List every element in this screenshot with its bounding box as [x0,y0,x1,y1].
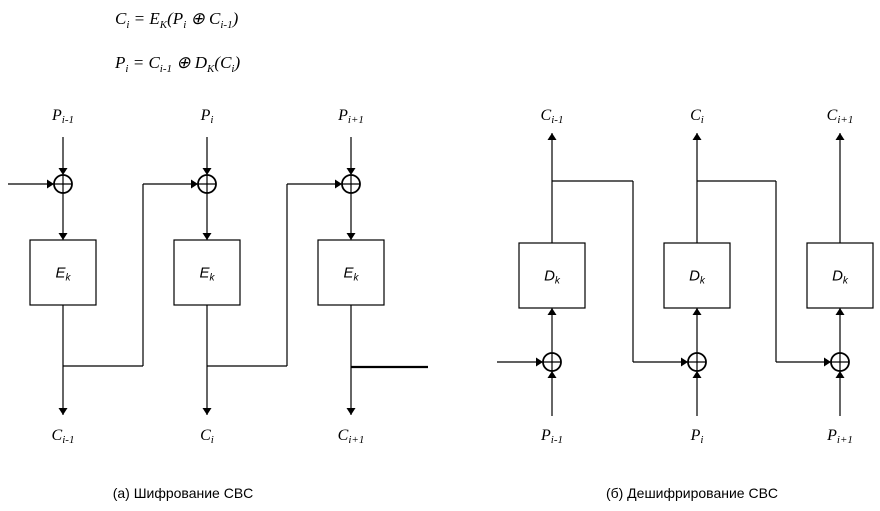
ciphertext-input-label: Ci+1 [827,107,854,126]
ciphertext-output-label: Ci-1 [52,427,75,446]
arrowhead-right-icon [335,179,342,189]
ciphertext-input-label-main: C [827,107,838,124]
plaintext-output-label-main: P [690,427,701,444]
encrypt-block-label-sub: k [66,273,72,284]
ciphertext-output-label: Ci [200,427,214,446]
ciphertext-input-label-main: C [541,107,552,124]
encrypt-block-label-sub: k [354,273,360,284]
arrowhead-down-icon [346,408,356,415]
decrypt-block-label: Dk [544,268,561,287]
arrowhead-down-icon [202,168,212,175]
ciphertext-output-label-sub: i [211,434,214,446]
plaintext-output-label-main: P [826,427,837,444]
ciphertext-input-label-sub: i-1 [551,114,563,126]
decrypt-block-label-sub: k [555,276,561,287]
arrowhead-down-icon [58,408,68,415]
arrowhead-right-icon [681,357,688,367]
plaintext-output-label: Pi-1 [540,427,563,446]
arrowhead-down-icon [346,168,356,175]
decrypt-block-label-main: D [832,268,843,285]
plaintext-input-label-sub: i [210,114,213,126]
formula-decrypt: Pi = Ci-1 ⊕ DK(Ci) [114,53,240,75]
plaintext-input-label-main: P [200,107,211,124]
plaintext-output-label-main: P [540,427,551,444]
ciphertext-output-label-main: C [200,427,211,444]
ciphertext-input-label: Ci-1 [541,107,564,126]
encrypt-block-label-main: E [343,265,354,282]
plaintext-input-label: Pi-1 [51,107,74,126]
decrypt-block [518,242,586,309]
plaintext-output-label: Pi+1 [826,427,853,446]
ciphertext-output-label: Ci+1 [338,427,365,446]
decrypt-block-label: Dk [689,268,706,287]
plaintext-input-label: Pi+1 [337,107,364,126]
plaintext-output-label-sub: i-1 [551,434,563,446]
decrypt-block-label-sub: k [700,276,706,287]
formula-encrypt: Ci = EK(Pi ⊕ Ci-1) [115,9,239,31]
arrowhead-right-icon [824,357,831,367]
plaintext-input-label-main: P [337,107,348,124]
encryption-caption: (а) Шифрование CBC [113,485,254,501]
arrowhead-down-icon [58,168,68,175]
encrypt-block-label: Ek [199,265,215,284]
plaintext-input-label: Pi [200,107,214,126]
xor-icon [830,352,850,372]
ciphertext-input-label-sub: i+1 [837,114,853,126]
encrypt-block-label-sub: k [210,273,216,284]
decrypt-block [806,242,874,309]
decryption-caption: (б) Дешифрирование CBC [606,485,778,501]
ciphertext-input-label: Ci [690,107,704,126]
arrowhead-right-icon [191,179,198,189]
encrypt-block [173,239,241,306]
arrowhead-down-icon [202,408,212,415]
decrypt-block-label-main: D [689,268,700,285]
ciphertext-output-label-sub: i+1 [348,434,364,446]
plaintext-output-label-sub: i [700,434,703,446]
xor-icon [341,174,361,194]
arrowhead-right-icon [47,179,54,189]
encrypt-block-label: Ek [343,265,359,284]
arrowhead-up-icon [692,308,702,315]
ciphertext-output-label-main: C [52,427,63,444]
plaintext-input-label-sub: i-1 [62,114,74,126]
plaintext-input-label-sub: i+1 [348,114,364,126]
decrypt-block-label-sub: k [843,276,849,287]
ciphertext-input-label-sub: i [701,114,704,126]
arrowhead-up-icon [835,308,845,315]
plaintext-input-label-main: P [51,107,62,124]
decrypt-block-label: Dk [832,268,849,287]
arrowhead-down-icon [58,233,68,240]
encrypt-block-label-main: E [55,265,66,282]
ciphertext-input-label-main: C [690,107,701,124]
plaintext-output-label: Pi [690,427,704,446]
arrowhead-right-icon [536,357,543,367]
xor-icon [53,174,73,194]
arrowhead-down-icon [202,233,212,240]
xor-icon [542,352,562,372]
plaintext-output-label-sub: i+1 [837,434,853,446]
encrypt-block [317,239,385,306]
decrypt-block-label-main: D [544,268,555,285]
xor-icon [687,352,707,372]
arrowhead-down-icon [346,233,356,240]
xor-icon [197,174,217,194]
encrypt-block-label-main: E [199,265,210,282]
arrowhead-up-icon [547,308,557,315]
encrypt-block-label: Ek [55,265,71,284]
ciphertext-output-label-sub: i-1 [62,434,74,446]
ciphertext-output-label-main: C [338,427,349,444]
